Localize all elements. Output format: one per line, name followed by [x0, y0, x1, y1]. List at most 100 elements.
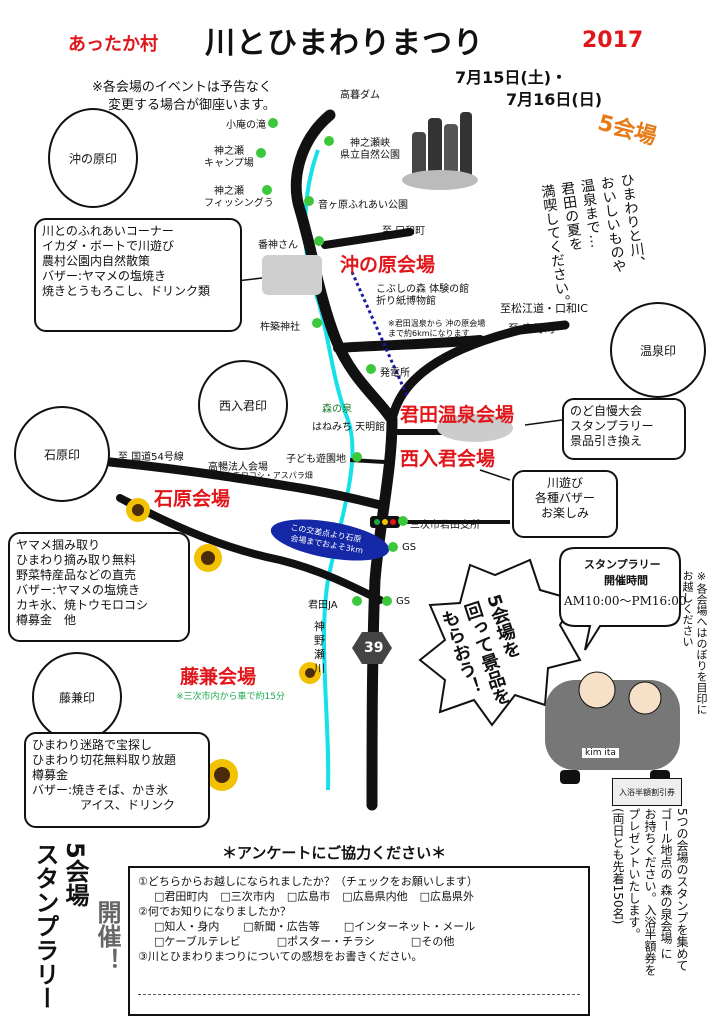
dot-gs1 [388, 542, 398, 552]
date-line-1: 7月15日(土)・ [455, 68, 568, 87]
info-item: ひまわり摘み取り無料 [16, 553, 137, 567]
checkbox-hiroshima-pref[interactable]: □広島県内他 [342, 890, 408, 903]
info-item: 樽募金 [32, 768, 69, 782]
label-to-kuchiwa: 至 口和町 [382, 226, 426, 237]
info-item: バザー:ヤマメの塩焼き [42, 269, 167, 283]
dot-fishing [262, 185, 272, 195]
sunflower-fujikane [299, 662, 321, 684]
venue-fujikane: 藤兼会場 [180, 666, 257, 688]
road-route54 [105, 457, 385, 510]
info-item: 川とのふれあいコーナー [42, 224, 174, 238]
info-item: アイス、ドリンク [32, 798, 176, 812]
label-distance-1: ※君田温泉から 沖の原会場 [388, 319, 486, 328]
info-box-ishihara: ヤマメ掴み取り ひまわり摘み取り無料 野菜特産品などの直売 バザー:ヤマメの塩焼… [8, 532, 190, 642]
info-item: ヤマメ掴み取り [16, 538, 101, 552]
checkbox-other[interactable]: □その他 [410, 935, 455, 948]
survey-q3: ③川とひまわりまつりについての感想をお書きください。 [138, 950, 423, 963]
survey-q2: ②何でお知りになりましたか？ [138, 905, 291, 918]
notice-line-2: 変更する場合が御座います。 [108, 98, 276, 113]
info-item: ひまわり切花無料取り放題 [32, 753, 177, 767]
dot-ja [352, 596, 362, 606]
stamp-circle-okinohara: 沖の原印 [48, 108, 138, 208]
dot-miyoshi [398, 516, 408, 526]
checkbox-internet[interactable]: □インターネット・メール [343, 920, 476, 933]
label-hakuchoshi: はねみち 天明館 [312, 422, 386, 433]
info-item: イカダ・ボートで川遊び [42, 239, 175, 253]
label-miyoshi-branch: 三次市君田支所 [410, 520, 480, 531]
label-fishing-2: フィッシングう [204, 198, 274, 209]
info-box-fujikane: ひまわり迷路で宝探し ひまわり切花無料取り放題 樽募金 バザー:焼きそば、かき氷… [24, 732, 210, 828]
stamp-circle-fujikane: 藤兼印 [32, 652, 122, 742]
label-morinoizumi: 森の泉 [322, 404, 352, 415]
checkbox-outside-pref[interactable]: □広島県外 [419, 890, 475, 903]
left-vertical-3: 開催！ [93, 900, 121, 972]
survey-q1-options: □君田町内 □三次市内 □広島市 □広島県内他 □広島県外 [138, 889, 580, 904]
bottom-note: 5つの会場のスタンプを集めて ゴール地点の 森の泉会場 に お持ちください。入浴… [611, 808, 689, 976]
dot-park [324, 136, 334, 146]
label-distance-2: まで約6kmになります [388, 329, 470, 338]
label-fureai-park: 音ヶ原ふれあい公園 [318, 200, 408, 211]
onsen-cloud [437, 414, 513, 442]
lake [270, 519, 390, 561]
venue-onsen: 君田温泉会場 [400, 404, 515, 426]
label-camp-1: 神之瀬 [214, 146, 244, 157]
label-to-matsue: 至松江道・口和IC [500, 302, 588, 315]
label-route39: 39 [364, 640, 384, 656]
label-park-2: 県立自然公園 [340, 150, 400, 161]
survey-q1: ①どちらからお越しになられましたか？（チェックをお願いします） [138, 875, 478, 888]
left-vertical-1: 5会場 [61, 842, 89, 907]
info-item: 川遊び [546, 476, 583, 490]
label-konoki-falls: 小庵の滝 [226, 120, 266, 131]
checkbox-miyoshi[interactable]: □三次市内 [220, 890, 275, 903]
survey-answer-area[interactable] [138, 986, 580, 995]
checkbox-cable-tv[interactable]: □ケーブルテレビ [154, 935, 241, 948]
checkbox-newspaper[interactable]: □新聞・広告等 [243, 920, 320, 933]
info-item: 農村公園内自然散策 [42, 254, 151, 268]
info-item: スタンプラリー [570, 419, 654, 433]
info-item: 焼きとうもろこし、ドリンク類 [42, 284, 211, 298]
dot-konoki [268, 118, 278, 128]
label-kimita-ja: 君田JA [308, 600, 338, 611]
survey-heading: ＊アンケートにご協力ください＊ [222, 844, 447, 862]
stamp-circle-nishiiri: 西入君印 [198, 360, 288, 450]
label-camp-2: キャンプ場 [204, 158, 254, 169]
dot-fureai [304, 196, 314, 206]
sunflower-ishihara [126, 498, 150, 522]
label-gs2: GS [396, 596, 411, 607]
label-fishing-1: 神之瀬 [214, 186, 244, 197]
checkbox-kimita[interactable]: □君田町内 [154, 890, 209, 903]
info-item: 樽募金 他 [16, 613, 77, 627]
survey-q2-options-a: □知人・身内 □新聞・広告等 □インターネット・メール [138, 919, 580, 934]
info-item: 野菜特産品などの直売 [16, 568, 137, 582]
route-39-marker [352, 632, 392, 664]
info-item: 各種バザー [534, 491, 595, 505]
info-item: バザー:ヤマメの塩焼き [16, 583, 141, 597]
left-vertical-2: スタンプラリー [31, 842, 59, 1010]
road-ishihara [116, 494, 384, 604]
venue-ishihara: 石原会場 [154, 488, 231, 510]
info-item: カキ氷、焼トウモロコシ [16, 598, 149, 612]
brand: あったか村 [68, 34, 158, 55]
checkbox-acquaintance[interactable]: □知人・身内 [154, 920, 220, 933]
gorge-illustration [402, 112, 478, 190]
label-takahashi-sub: ※トウモロコシ・アスパラ畑 [210, 471, 313, 480]
year: 2017 [582, 28, 644, 53]
label-hasshodo: 発電所 [380, 368, 410, 379]
checkbox-poster[interactable]: □ポスター・チラシ [276, 935, 375, 948]
okinohara-photo [262, 255, 322, 295]
label-kodomo-park: 子ども遊園地 [286, 454, 346, 465]
label-to-takano: 至 高野町 [508, 322, 556, 335]
car-plate: kim ita [582, 748, 619, 758]
dot-camp [256, 148, 266, 158]
label-gs1: GS [402, 542, 417, 553]
info-box-onsen: のど自慢大会 スタンプラリー 景品引き換え [562, 398, 686, 460]
dot-kineshi [312, 318, 322, 328]
half-price-ticket: 入浴半額割引券 [612, 778, 682, 806]
stamp-hours-bubble [559, 547, 681, 651]
dot-bansuisan [314, 236, 324, 246]
right-note: ※各会場へはのぼりを目印に お越しください [681, 570, 708, 715]
checkbox-hiroshima-city[interactable]: □広島市 [286, 890, 331, 903]
venue-okinohara: 沖の原会場 [340, 254, 436, 276]
info-item: お楽しみ [540, 506, 589, 520]
